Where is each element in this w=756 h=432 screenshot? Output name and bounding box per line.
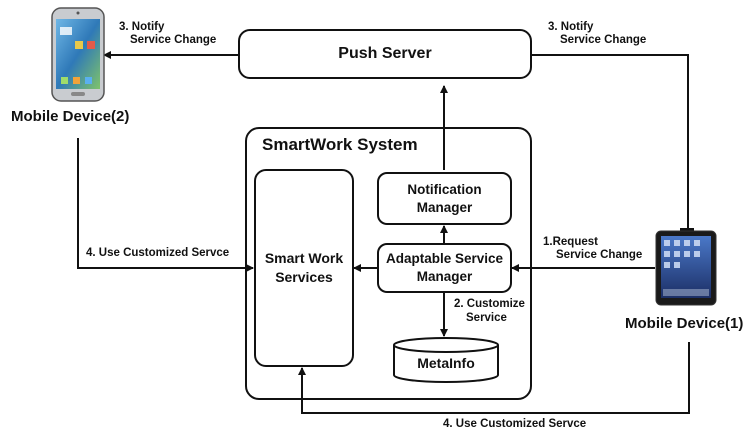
smartwork-system-box [245,127,532,400]
smart-work-services-box: Smart Work Services [254,169,354,367]
mobile-device-1-label: Mobile Device(1) [625,315,744,332]
use-left-label: 4. Use Customized Servce [86,247,230,259]
request-label-2: Service Change [556,249,643,261]
smart-work-services-label-2: Services [275,269,333,285]
request-label-1: 1.Request [543,236,598,248]
notification-manager-label-1: Notification [407,181,482,197]
notification-manager-box: Notification Manager [377,172,512,225]
notification-manager-label-2: Manager [416,199,473,215]
tablet-icon [655,230,717,306]
notify-right-line [532,54,689,232]
adaptable-manager-label-1: Adaptable Service [385,251,504,266]
use-bottom-arrow [298,342,690,414]
smart-work-services-label-1: Smart Work [264,250,344,266]
notify-right-label-2: Service Change [560,34,647,46]
mobile-device-2-label: Mobile Device(2) [11,108,130,125]
customize-label-1: 2. Customize [454,298,525,310]
customize-label-2: Service [466,312,507,324]
use-bottom-label: 4. Use Customized Servce [443,418,587,430]
notify-right-label-1: 3. Notify [548,21,594,33]
android-phone-icon [51,7,105,102]
notify-left-label-1: 3. Notify [119,21,165,33]
adaptable-service-manager-box: Adaptable Service Manager [377,243,512,293]
push-server-box: Push Server [238,29,532,79]
use-left-arrow [77,138,254,272]
metainfo-label: MetaInfo [417,355,475,371]
push-server-label: Push Server [338,45,432,62]
smartwork-system-title: SmartWork System [262,135,418,154]
metainfo-cylinder [393,337,499,383]
notify-left-label-2: Service Change [130,34,217,46]
adaptable-manager-label-2: Manager [416,269,473,284]
